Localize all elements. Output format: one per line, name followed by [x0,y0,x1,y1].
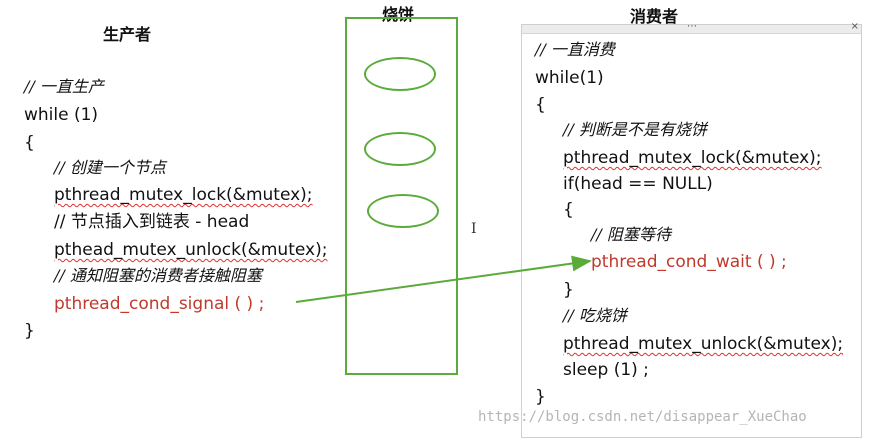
producer-comment-produce: // 一直生产 [24,77,104,96]
consumer-comment-eat: // 吃烧饼 [563,306,627,325]
consumer-inner-open-brace: { [563,200,574,220]
panel-grip-icon[interactable]: ⋯ [687,21,698,32]
buffer-box [345,17,458,375]
consumer-panel: ⋯ × [521,21,862,438]
watermark: https://blog.csdn.net/disappear_XueChao [478,409,807,425]
consumer-comment-consume: // 一直消费 [535,40,615,59]
producer-while: while (1) [24,105,99,125]
producer-comment-insert: // 节点插入到链表 - head [54,212,250,232]
consumer-open-brace: { [535,95,546,115]
consumer-mutex-lock: pthread_mutex_lock(&mutex); [563,148,822,168]
text-cursor-icon: I [471,221,477,237]
producer-open-brace: { [24,133,35,153]
consumer-while: while(1) [535,68,604,88]
buffer-item-2 [364,132,436,166]
close-icon[interactable]: × [850,21,859,32]
consumer-title: 消费者 [630,7,679,26]
producer-mutex-unlock: pthead_mutex_unlock(&mutex); [54,240,328,260]
consumer-if-null: if(head == NULL) [563,174,713,194]
consumer-cond-wait: pthread_cond_wait ( ) ; [591,252,787,272]
producer-cond-signal: pthread_cond_signal ( ) ; [54,294,265,314]
producer-mutex-lock: pthread_mutex_lock(&mutex); [54,185,313,205]
consumer-sleep: sleep (1) ; [563,360,649,380]
signal-to-wait-arrow [295,255,592,303]
buffer-item-1 [364,57,436,91]
producer-comment-create: // 创建一个节点 [54,158,166,177]
panel-titlebar[interactable]: ⋯ × [522,21,861,34]
consumer-mutex-unlock: pthread_mutex_unlock(&mutex); [563,334,844,354]
consumer-inner-close-brace: } [563,280,574,300]
producer-close-brace: } [24,321,35,341]
producer-title: 生产者 [103,25,152,44]
buffer-item-3 [367,194,439,228]
buffer-title: 烧饼 [382,5,415,24]
consumer-comment-check: // 判断是不是有烧饼 [563,120,707,139]
consumer-comment-wait: // 阻塞等待 [591,225,671,244]
consumer-close-brace: } [535,387,546,407]
producer-comment-notify: // 通知阻塞的消费者接触阻塞 [54,266,262,285]
